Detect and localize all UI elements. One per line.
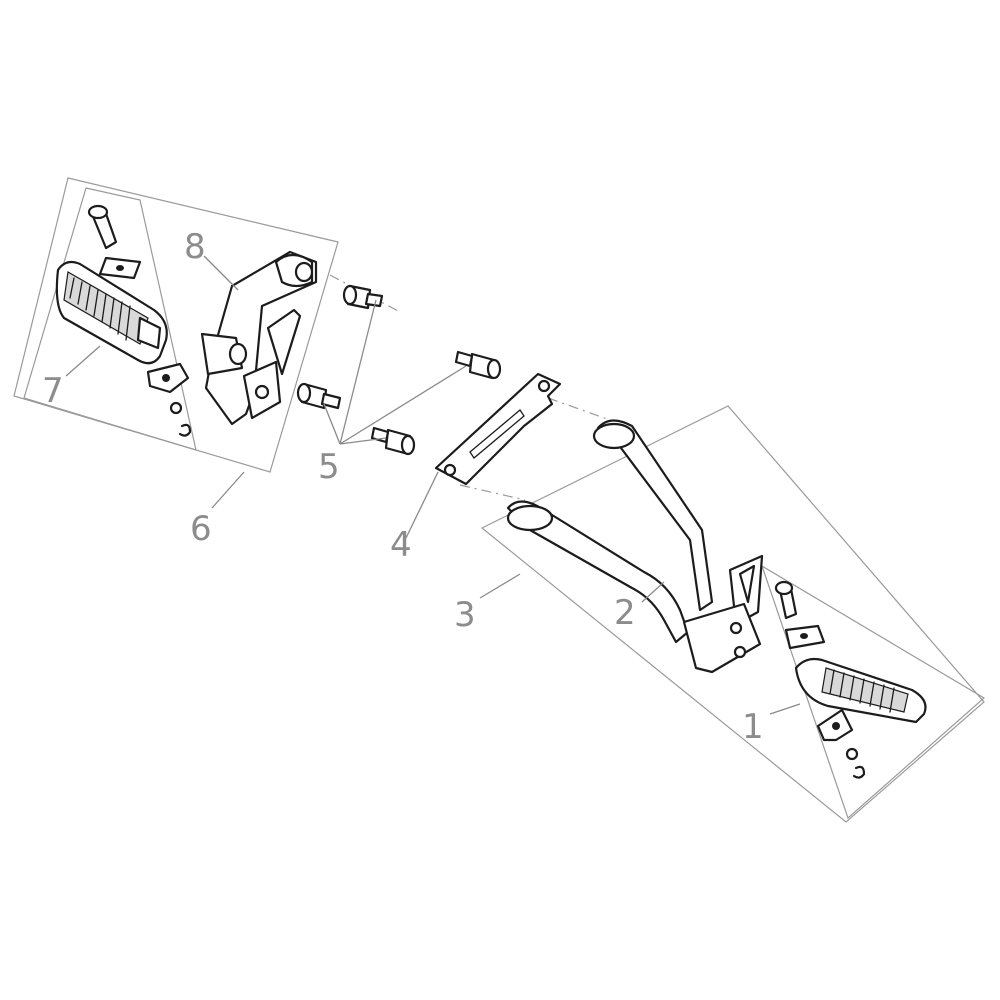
right-footpeg-washer-small xyxy=(845,747,859,761)
callout-7: 7 xyxy=(42,371,64,411)
right-footpeg-washer xyxy=(784,624,826,650)
callout-8: 8 xyxy=(184,227,206,267)
right-footpeg-bracket-plate xyxy=(816,708,854,742)
left-footpeg-pin xyxy=(87,204,118,250)
callout-1: 1 xyxy=(742,707,764,747)
leader-5c xyxy=(339,365,467,445)
left-footpeg-subframe xyxy=(23,187,197,451)
callout-3: 3 xyxy=(454,595,476,635)
leader-5b xyxy=(323,403,341,445)
plate-axis-line-lower xyxy=(459,484,526,501)
plate-axis-line-upper xyxy=(547,397,611,421)
bolt-upper-left xyxy=(342,284,384,310)
leader-6 xyxy=(211,471,245,509)
left-footpeg-washer-small xyxy=(169,401,183,415)
left-footpeg-grip xyxy=(55,260,168,365)
bolt-center-lower xyxy=(370,426,416,456)
leader-2 xyxy=(641,581,665,603)
left-footpeg-clip xyxy=(178,423,192,437)
right-footpeg-grip xyxy=(794,657,927,724)
callout-4: 4 xyxy=(390,525,412,565)
leader-5a xyxy=(339,299,377,445)
left-assembly-frame xyxy=(13,177,339,473)
bolt-center-upper xyxy=(454,350,502,380)
leader-5d xyxy=(339,437,387,445)
leader-8 xyxy=(203,255,239,291)
left-footpeg-washer xyxy=(98,256,142,280)
callout-5: 5 xyxy=(318,447,340,487)
bolt-lower-left xyxy=(296,382,342,410)
callout-6: 6 xyxy=(190,509,212,549)
left-footpeg-bracket-plate xyxy=(146,362,190,394)
callout-2: 2 xyxy=(614,593,636,633)
mounting-plate xyxy=(434,372,562,486)
right-footpeg-pin xyxy=(774,580,798,620)
right-footpeg-clip xyxy=(852,765,866,779)
leader-1 xyxy=(769,703,801,715)
right-hanger-bracket xyxy=(506,419,764,674)
leader-4 xyxy=(405,471,439,539)
leader-7 xyxy=(65,345,101,377)
left-hanger-bracket xyxy=(200,250,318,426)
leader-3 xyxy=(479,573,521,599)
